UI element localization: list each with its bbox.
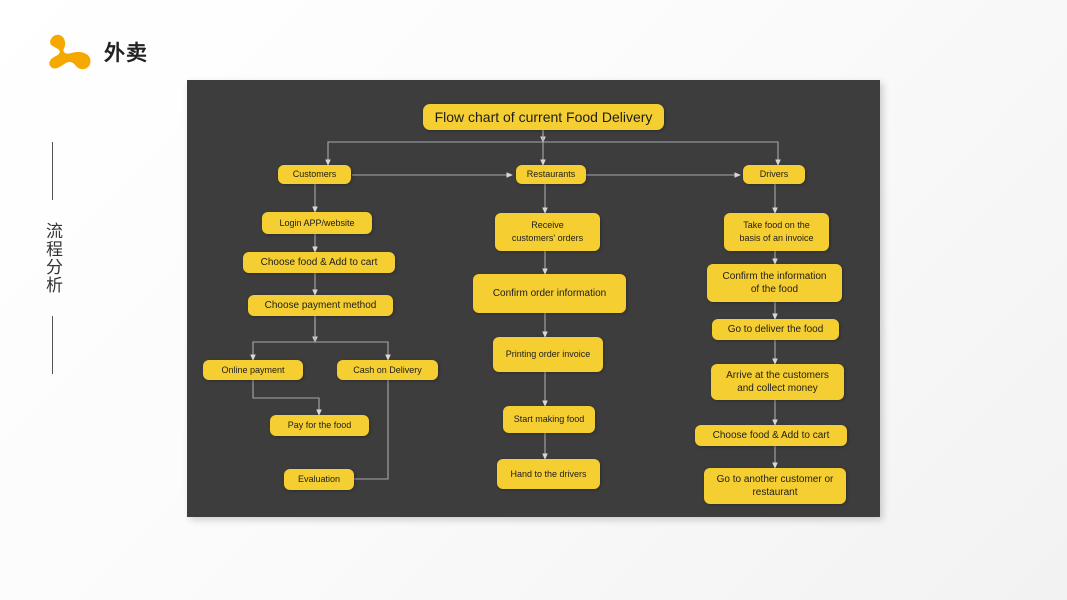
brand-title: 外卖 xyxy=(104,42,148,65)
flow-node-printing[interactable]: Printing order invoice xyxy=(493,337,603,372)
blob-splat-logo-icon xyxy=(42,30,98,76)
side-rule-top xyxy=(52,142,53,200)
flow-node-startmaking[interactable]: Start making food xyxy=(503,406,595,433)
side-label-text: 流程分析 xyxy=(43,222,62,294)
flow-node-login[interactable]: Login APP/website xyxy=(262,212,372,234)
side-section-label: 流程分析 xyxy=(36,140,72,380)
flow-node-title[interactable]: Flow chart of current Food Delivery xyxy=(423,104,664,130)
flow-node-drivers[interactable]: Drivers xyxy=(743,165,805,184)
flow-node-confirmord[interactable]: Confirm order information xyxy=(473,274,626,313)
brand-header: 外卖 xyxy=(42,28,242,78)
flow-node-paymethod[interactable]: Choose payment method xyxy=(248,295,393,316)
flow-node-handdrivers[interactable]: Hand to the drivers xyxy=(497,459,600,489)
flow-node-payfood[interactable]: Pay for the food xyxy=(270,415,369,436)
flow-node-customers[interactable]: Customers xyxy=(278,165,351,184)
flow-node-restaurants[interactable]: Restaurants xyxy=(516,165,586,184)
flow-node-cash[interactable]: Cash on Delivery xyxy=(337,360,438,380)
side-rule-bottom xyxy=(52,316,53,374)
flow-node-choosecart2[interactable]: Choose food & Add to cart xyxy=(695,425,847,446)
flow-node-online[interactable]: Online payment xyxy=(203,360,303,380)
flowchart-connectors xyxy=(250,130,781,482)
flow-node-evaluation[interactable]: Evaluation xyxy=(284,469,354,490)
flow-node-choosefood[interactable]: Choose food & Add to cart xyxy=(243,252,395,273)
flow-node-godeliver[interactable]: Go to deliver the food xyxy=(712,319,839,340)
